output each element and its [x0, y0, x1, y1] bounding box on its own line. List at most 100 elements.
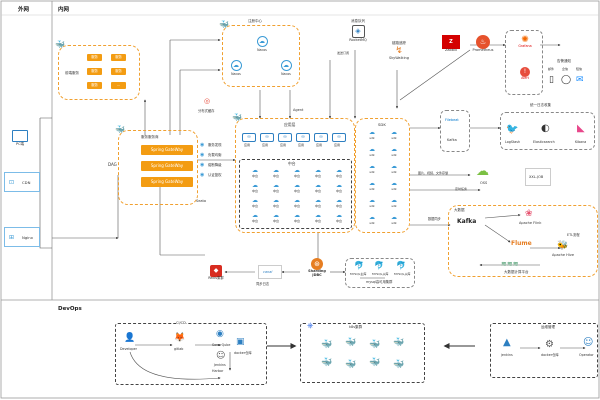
- zookeeper-icon: ≋≋≋: [501, 260, 519, 268]
- sdk-node-label: sdk: [369, 153, 375, 157]
- sonar-label: SonarQube: [212, 343, 231, 347]
- pc-client: PC端: [8, 130, 32, 147]
- cloud-icon: ☁: [369, 180, 375, 187]
- sdk-node-label: sdk: [391, 153, 397, 157]
- cache-icon: ◎: [204, 97, 211, 105]
- cloud-icon: ☁: [369, 214, 375, 221]
- cdn-box: ⊡ CDN: [4, 172, 40, 192]
- side-service-item: 熔断降级: [208, 163, 222, 167]
- mysql-slave-label: MYSQL从库: [372, 272, 389, 276]
- nacos-icon: ☁: [280, 60, 292, 71]
- cache-label: 分布式缓存: [198, 109, 215, 113]
- service-icon: ◉: [200, 172, 205, 178]
- cloud-icon: ☁: [315, 182, 321, 189]
- cloud-icon: ☁: [391, 214, 397, 221]
- docker-registry-label: docker仓库: [234, 351, 252, 355]
- sdk-node-label: sdk: [369, 170, 375, 174]
- sdk-node: ☁sdk: [386, 146, 402, 157]
- kafka-label: Kafka: [447, 138, 457, 142]
- redis-icon: ◆: [210, 265, 222, 277]
- cdn-label: CDN: [22, 180, 31, 185]
- seata-label: Seata: [196, 199, 207, 203]
- mid-node-label: 中台: [293, 219, 300, 223]
- section-external: 外网: [18, 7, 30, 13]
- app-node: ∞: [278, 133, 292, 142]
- docker-container-icon: 🐳: [345, 338, 357, 348]
- sdk-node: ☁sdk: [364, 163, 380, 174]
- mid-node-label: 中台: [272, 204, 279, 208]
- cloud-icon: ☁: [391, 163, 397, 170]
- bigdata-platform: 大数据计算平台: [504, 270, 529, 274]
- nacos-node: ☁Nacos: [280, 60, 292, 76]
- mid-node-label: 中台: [335, 189, 342, 193]
- mid-node-label: 中台: [335, 174, 342, 178]
- mid-node: ☁中台: [290, 212, 304, 224]
- mid-node-label: 中台: [272, 219, 279, 223]
- filebeat-label: Filebeat: [445, 118, 459, 122]
- cloud-icon: ☁: [252, 197, 258, 204]
- cloud-icon: ☁: [273, 167, 279, 174]
- jenkins-ops-icon: ▲: [503, 337, 511, 348]
- mid-node: ☁中台: [290, 168, 304, 179]
- spring-gateway: Spring GateWay: [141, 145, 193, 155]
- grafana-node: ✺ Grafana: [516, 35, 534, 48]
- mid-node: ☁中台: [248, 213, 262, 224]
- xxl-label: XXL-JOB: [529, 175, 544, 179]
- bigdata-frame: 大数据 Kafka ❀ Apache Flink Flume 🐝 Apache …: [448, 205, 598, 277]
- mid-node-label: 中台: [272, 189, 279, 193]
- cloud-icon: ☁: [273, 197, 279, 204]
- flink-label: Apache Flink: [519, 221, 542, 225]
- prometheus-node: ♨ Prometheus: [469, 35, 497, 53]
- mid-node-label: 中台: [293, 174, 300, 178]
- service-box: 服务: [87, 82, 102, 89]
- mysql-cluster-label: mysql高可用集群: [366, 280, 393, 284]
- mid-node: ☁中台: [248, 183, 262, 194]
- side-service-item: 服务发现: [208, 143, 222, 147]
- cloud-icon: ☁: [336, 197, 342, 204]
- mid-node: ☁中台: [311, 167, 325, 179]
- frontend-service-frame: 🐳 前端服务 服务 服务 服务 服务 服务 ...: [55, 40, 140, 100]
- mid-title: 中台: [288, 161, 296, 166]
- elasticsearch-icon: ◐: [541, 123, 550, 134]
- prometheus-icon: ♨: [476, 35, 490, 49]
- nginx-label: Nginx: [22, 235, 33, 240]
- chat-icon: ◯: [561, 75, 572, 85]
- docker-container-icon: 🐳: [321, 340, 333, 350]
- sdk-cluster-frame: SDK ☁sdk☁sdk☁sdk☁sdk☁sdk☁sdk☁sdk☁sdk☁sdk…: [355, 118, 410, 233]
- service-box: ...: [111, 82, 126, 89]
- rocketmq-node: 消息队列 ◈ RocketMQ: [349, 19, 367, 42]
- mysql-icon: 🐬: [396, 261, 406, 270]
- k8s-icon: ⎈: [307, 321, 314, 330]
- cloud-icon: ☁: [315, 167, 321, 174]
- app-node: ∞: [260, 133, 274, 142]
- log-title: 统一日志收集: [530, 103, 551, 107]
- mid-node: ☁中台: [269, 167, 283, 179]
- alarm-channel: 短信: [576, 67, 583, 71]
- mid-node-label: 中台: [314, 189, 321, 193]
- cloud-icon: ☁: [252, 167, 258, 174]
- sdk-node: ☁sdk: [364, 180, 380, 191]
- cloud-icon: ☁: [294, 212, 300, 219]
- docker-ops-label: docker仓库: [541, 353, 559, 357]
- sdk-title: SDK: [378, 122, 386, 127]
- app-title: 应用层: [284, 122, 296, 127]
- mid-node: ☁中台: [248, 197, 262, 209]
- mid-node-label: 中台: [335, 219, 342, 223]
- zabbix-icon: Z: [442, 35, 460, 49]
- etl-label: ETL流程: [567, 233, 580, 237]
- sdk-node: ☁sdk: [364, 129, 380, 140]
- docker-icon: 🐳: [115, 125, 125, 134]
- docker-icon: 🐳: [232, 113, 242, 122]
- xxl-note: 定时任务: [455, 187, 468, 191]
- mid-node: ☁中台: [311, 213, 325, 224]
- mid-node: ☁中台: [332, 168, 346, 179]
- alert-icon: !: [520, 67, 530, 77]
- spring-gateway: Spring GateWay: [141, 161, 193, 171]
- alert-node: ! Alert: [520, 67, 530, 80]
- mysql-cluster-frame: 🐬 MYSQL主库 🐬 MYSQL从库 🐬 MYSQL从库 mysql高可用集群: [345, 258, 415, 288]
- sharding-icon: ⊛: [311, 258, 323, 270]
- gateway-frame: 🐳 服务服务商 Spring GateWay Spring GateWay Sp…: [115, 125, 198, 205]
- canal-box: canal: [258, 265, 282, 279]
- mid-node-label: 中台: [293, 204, 300, 208]
